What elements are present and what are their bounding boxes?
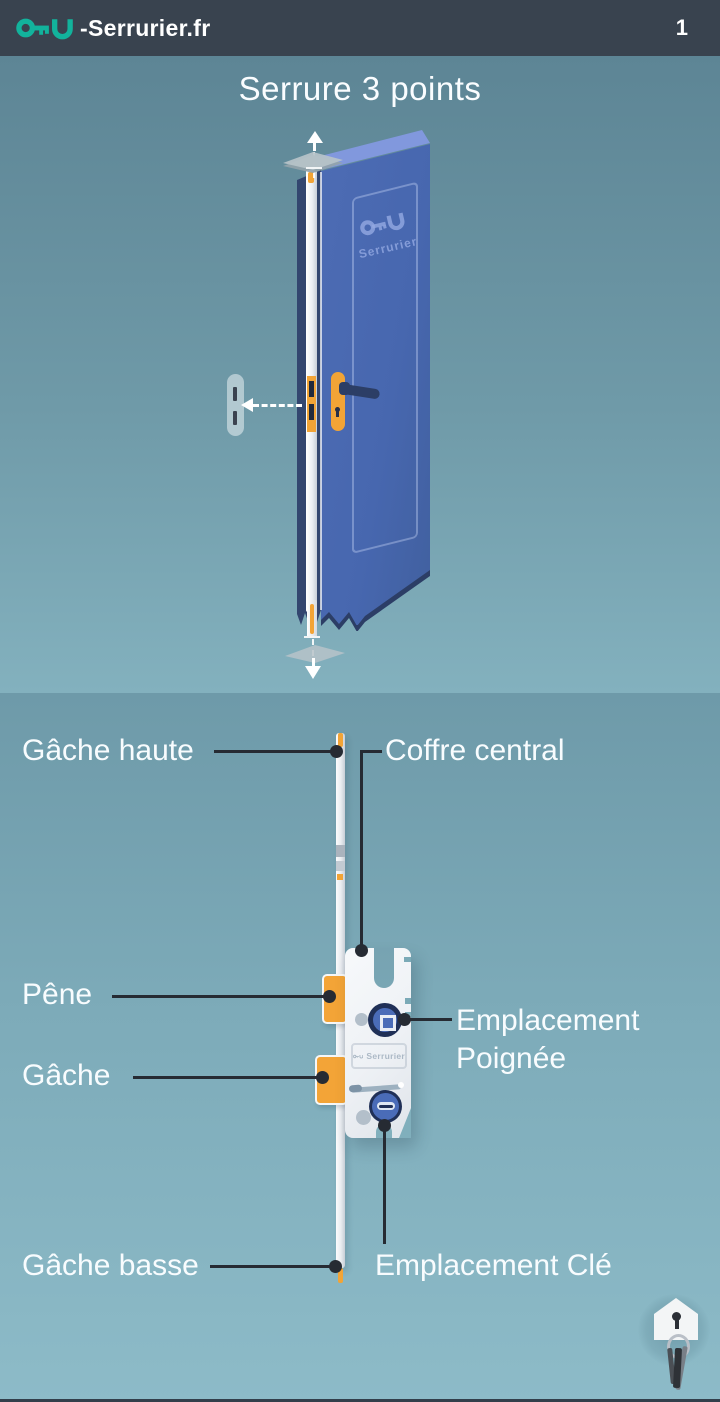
case-hole [355, 1013, 368, 1026]
door-handle-knob [339, 382, 350, 395]
rail-top-bolt [338, 733, 343, 747]
header-bar: -Serrurier.fr 1 [0, 0, 720, 56]
rail-detail [336, 861, 345, 871]
pointer-dot [378, 1119, 391, 1132]
side-strike-plate [227, 374, 244, 436]
key-ou-logo-icon [16, 18, 73, 40]
handle-keyhole-stem [336, 411, 339, 417]
rail-detail [336, 845, 345, 857]
key-ou-logo-icon [353, 1054, 364, 1058]
lock-lever-dot [398, 1082, 404, 1088]
label-emplacement-cle: Emplacement Clé [375, 1249, 612, 1282]
pointer-line [133, 1076, 321, 1079]
deadbolt-slot [309, 404, 314, 420]
door-handle-plate [331, 372, 345, 431]
latch-slot [309, 381, 314, 397]
pointer-dot [329, 1260, 342, 1273]
pointer-dot [316, 1071, 329, 1084]
house-keychain-image [638, 1286, 720, 1398]
left-arrow-icon [241, 398, 253, 412]
rail-bottom-bolt [310, 604, 314, 634]
brand-logo[interactable]: -Serrurier.fr [16, 0, 210, 56]
bottom-tbar [304, 636, 320, 638]
rail-top-bolt [308, 172, 314, 183]
label-pene: Pêne [22, 978, 93, 1011]
pointer-line [406, 1018, 452, 1021]
pointer-dot [398, 1013, 411, 1026]
left-dashed-line [253, 404, 302, 407]
door-gap-highlight [320, 172, 322, 610]
pointer-dot [330, 745, 343, 758]
pointer-dot [355, 944, 368, 957]
label-gache-basse: Gâche basse [22, 1249, 199, 1282]
case-hole [356, 1110, 371, 1125]
house-keyhole-stem [675, 1319, 679, 1329]
handle-keyhole-icon [335, 407, 340, 412]
up-arrow-shaft [313, 142, 316, 151]
key-ou-logo-icon [360, 212, 405, 236]
strike-slot [233, 411, 237, 425]
label-coffre-central: Coffre central [385, 734, 565, 767]
page-title: Serrure 3 points [238, 70, 482, 107]
lock-lever-nub [348, 1084, 363, 1093]
pointer-line [360, 750, 363, 950]
rail-detail [337, 874, 343, 880]
case-nick [405, 998, 411, 1004]
lock-watermark: Serrurier [351, 1043, 407, 1069]
up-arrow-icon [307, 131, 323, 143]
rail-bottom-bolt [338, 1268, 343, 1283]
pointer-line [214, 750, 332, 753]
pointer-dot [323, 990, 336, 1003]
top-tbar [306, 167, 322, 169]
bottom-border [0, 1399, 720, 1402]
lock-case-u-notch [374, 948, 394, 988]
label-emplacement-poignee: Emplacement Poignée [456, 1004, 640, 1075]
lock-watermark-text: Serrurier [366, 1051, 405, 1061]
handle-spindle-square [380, 1015, 396, 1031]
pointer-line [383, 1126, 386, 1244]
cylinder-key-slot-line [379, 1105, 393, 1108]
pointer-line [112, 995, 326, 998]
down-arrow-shaft [312, 658, 315, 667]
strike-slot [233, 387, 237, 401]
case-nick [404, 957, 411, 962]
house-keyhole-icon [672, 1312, 681, 1321]
label-gache: Gâche [22, 1059, 111, 1092]
label-gache-haute: Gâche haute [22, 734, 194, 767]
down-arrow-icon [305, 666, 321, 679]
page-number: 1 [675, 15, 688, 40]
pointer-line [210, 1265, 334, 1268]
brand-text: -Serrurier.fr [80, 14, 211, 41]
door-watermark: Serrurier [344, 206, 425, 263]
pointer-line [362, 750, 382, 753]
